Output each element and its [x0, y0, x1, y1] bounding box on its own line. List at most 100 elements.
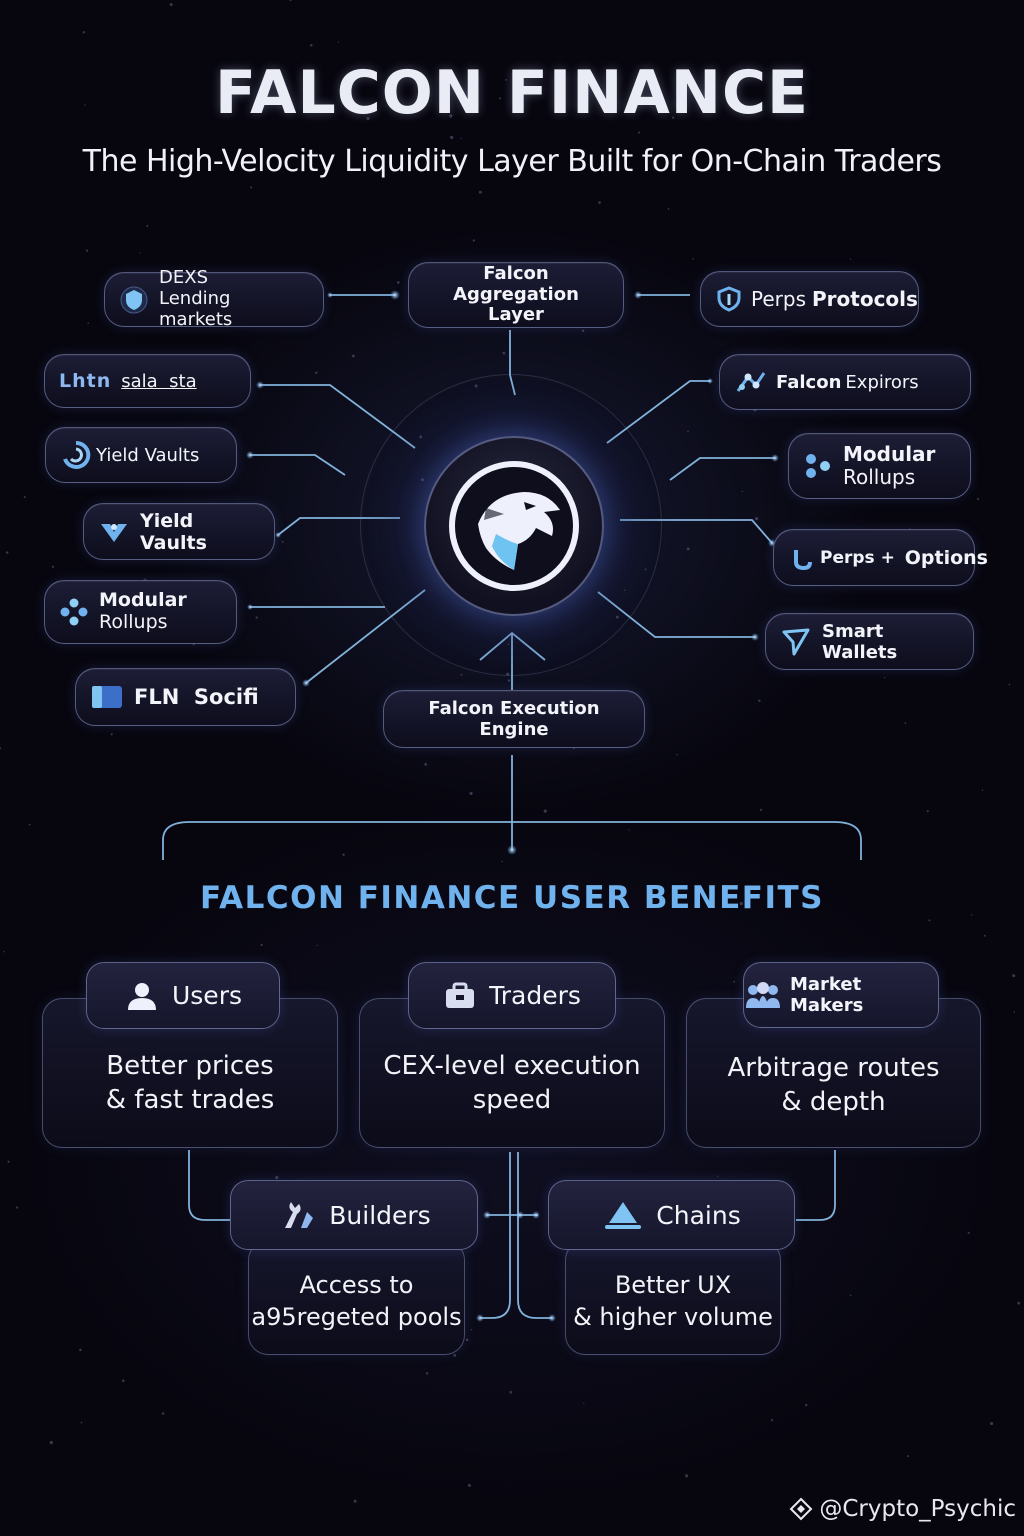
watermark-handle: @Crypto_Psychic [819, 1496, 1016, 1522]
star-dot [282, 541, 284, 543]
star-dot [275, 1176, 278, 1179]
falcon-label: Falcon [776, 372, 841, 393]
star-dot [503, 352, 506, 355]
star-dot [342, 853, 344, 855]
star-dot [6, 551, 8, 553]
traders-tab-label: Traders [489, 981, 581, 1010]
falcon-logo [424, 436, 604, 616]
lending-markets-label: Lending markets [159, 289, 309, 330]
star-dot [86, 249, 88, 251]
swirl-icon [60, 439, 92, 471]
star-dot [1012, 974, 1015, 977]
star-dot [352, 355, 355, 358]
traders-benefit-line2: speed [383, 1084, 640, 1118]
star-dot [717, 1176, 718, 1177]
modular-label-left: Modular [99, 590, 187, 612]
star-dot [990, 1422, 993, 1425]
star-dot [468, 1484, 471, 1487]
star-dot [3, 951, 4, 952]
star-dot [904, 722, 906, 724]
shield-icon [715, 285, 743, 313]
star-dot [139, 252, 140, 253]
chains-tab: Chains [548, 1180, 795, 1250]
star-dot [397, 281, 400, 284]
options-label: Options [905, 547, 988, 569]
falcon-head-icon [426, 438, 602, 614]
card-icon [90, 683, 124, 711]
star-dot [122, 1379, 125, 1382]
star-dot [927, 810, 929, 812]
builders-tab: Builders [230, 1180, 478, 1250]
star-dot [582, 330, 585, 333]
star-dot [162, 1412, 165, 1415]
market-makers-benefit-line1: Arbitrage routes [727, 1052, 939, 1086]
network-icon [734, 367, 768, 397]
lhtn-node: Lhtn sala sta [44, 354, 251, 408]
star-dot [685, 1474, 688, 1477]
star-dot [692, 258, 694, 260]
perps-label: Perps [751, 287, 806, 311]
star-dot [354, 1500, 357, 1503]
group-icon [744, 980, 782, 1010]
star-dot [52, 566, 54, 568]
arc-icon [788, 544, 816, 572]
star-dot [8, 1161, 10, 1163]
star-dot [676, 754, 677, 755]
execution-engine-node: Falcon Execution Engine [383, 690, 645, 748]
perps-options-node: Perps + Options [773, 529, 975, 586]
star-dot [256, 616, 258, 618]
star-dot [473, 239, 475, 241]
modular-rollups-node-right: ModularRollups [788, 433, 971, 499]
chains-benefit-line1: Better UX [573, 1270, 773, 1301]
lhtn-label: sala sta [121, 371, 196, 392]
execution-engine-label: Falcon Execution Engine [398, 698, 630, 740]
traders-benefit-line1: CEX-level execution [383, 1050, 640, 1084]
star-dot [1014, 1011, 1016, 1013]
star-dot [315, 372, 317, 374]
market-makers-tab-label: Market Makers [790, 974, 938, 1016]
star-dot [170, 3, 173, 6]
star-dot [471, 1329, 472, 1330]
star-dot [83, 31, 85, 33]
star-dot [501, 861, 502, 862]
star-dot [884, 677, 885, 678]
star-dot [29, 824, 31, 826]
star-dot [450, 136, 453, 139]
heart-hands-icon [98, 518, 130, 546]
send-arrow-icon [780, 626, 812, 658]
dexs-label: DEXS [159, 268, 309, 289]
rollups-label-left: Rollups [99, 612, 187, 634]
star-dot [850, 258, 851, 259]
star-dot [687, 547, 690, 550]
star-dot [771, 1419, 773, 1421]
yield-vaults-node-2: Yield Vaults [83, 503, 275, 560]
yield-vaults-label-1: Yield Vaults [96, 445, 199, 466]
binance-diamond-icon [789, 1497, 813, 1521]
yield-vaults-node-1: Yield Vaults [45, 427, 237, 483]
builders-tab-label: Builders [329, 1201, 430, 1230]
perps-plus-label: Perps + [820, 548, 901, 568]
market-makers-tab: Market Makers [743, 962, 939, 1028]
users-benefit-line1: Better prices [106, 1050, 275, 1084]
star-dot [1017, 1302, 1020, 1305]
star-dot [628, 829, 629, 830]
star-dot [466, 1339, 469, 1342]
star-dot [760, 809, 762, 811]
star-dot [509, 1391, 512, 1394]
chains-benefit-line2: & higher volume [573, 1302, 773, 1333]
user-icon [124, 980, 160, 1012]
rollups-label-right: Rollups [843, 466, 935, 489]
star-dot [338, 42, 339, 43]
page-title: FALCON FINANCE [0, 58, 1024, 128]
market-makers-benefit-line2: & depth [727, 1086, 939, 1120]
protocols-label: Protocols [812, 287, 918, 311]
smart-wallets-node: Smart Wallets [765, 613, 974, 670]
traders-tab: Traders [408, 962, 616, 1029]
star-dot [426, 1372, 428, 1374]
star-dot [984, 935, 986, 937]
star-dot [742, 491, 743, 492]
nodes-icon [59, 597, 89, 627]
star-dot [81, 1422, 83, 1424]
